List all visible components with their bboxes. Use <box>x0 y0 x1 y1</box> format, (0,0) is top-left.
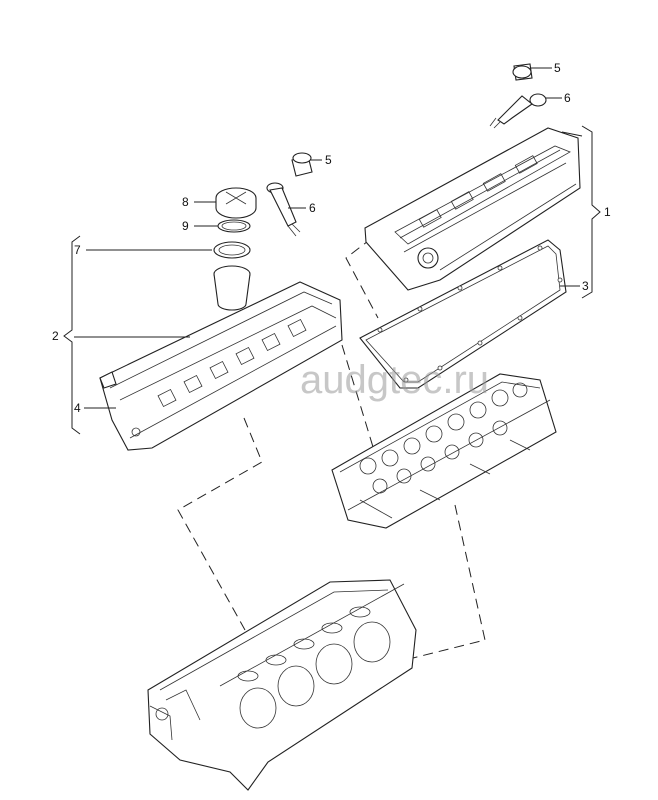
oil-filler-assembly <box>213 187 257 311</box>
callout-5-right: 5 <box>554 61 561 75</box>
cylinder-head <box>331 373 557 529</box>
watermark: audgtec.ru <box>300 358 489 402</box>
assembly-dashed-lines <box>177 237 486 661</box>
right-valve-cover <box>364 127 581 291</box>
leader-lines <box>63 67 601 435</box>
callout-3: 3 <box>582 279 589 293</box>
right-bolt-and-grommet <box>489 63 547 129</box>
callout-2: 2 <box>52 329 59 343</box>
callout-6-right: 6 <box>564 91 571 105</box>
callout-5-left: 5 <box>325 153 332 167</box>
callout-labels: 1 2 3 4 5 6 5 6 7 8 9 <box>52 61 611 415</box>
callout-7: 7 <box>74 243 81 257</box>
left-bolt-and-grommet <box>266 152 313 237</box>
callout-4: 4 <box>74 401 81 415</box>
engine-block <box>147 579 417 791</box>
callout-9: 9 <box>182 219 189 233</box>
callout-8: 8 <box>182 195 189 209</box>
callout-1: 1 <box>604 205 611 219</box>
right-gasket <box>359 239 567 389</box>
left-valve-cover <box>99 281 343 451</box>
callout-6-left: 6 <box>309 201 316 215</box>
